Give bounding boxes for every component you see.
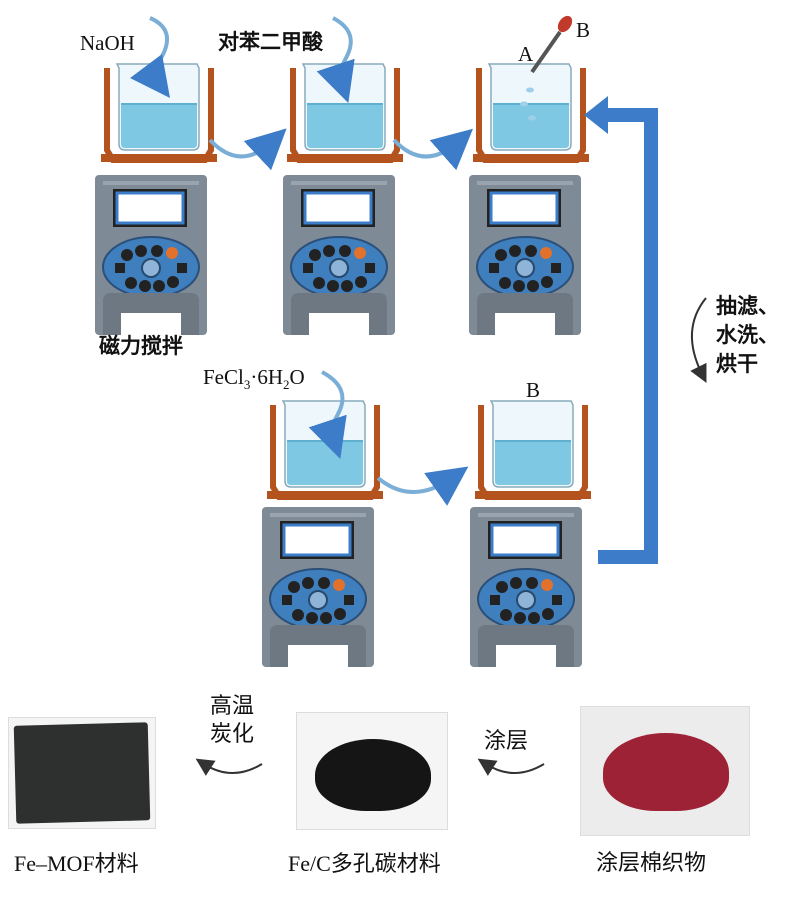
coating-arrow bbox=[477, 758, 545, 776]
pour-arrow-naoh bbox=[130, 16, 170, 99]
fe-c-photo bbox=[296, 712, 448, 830]
fe-mof-caption: Fe–MOF材料 bbox=[14, 851, 139, 876]
beaker-5 bbox=[475, 401, 591, 499]
coating-label: 涂层 bbox=[484, 729, 529, 754]
stirrer-5 bbox=[468, 505, 584, 669]
stirrer-2 bbox=[281, 173, 397, 337]
return-arrow bbox=[584, 96, 658, 564]
filter-label-3: 烘干 bbox=[716, 352, 758, 376]
coated-fabric-caption: 涂层棉织物 bbox=[596, 851, 707, 876]
fecl3-label: FeCl3·6H2O bbox=[203, 365, 305, 393]
stirrer-1 bbox=[93, 173, 209, 337]
transfer-arrow-1 bbox=[208, 128, 287, 171]
pour-arrow-fecl3 bbox=[308, 370, 347, 459]
filter-label-1: 抽滤、 bbox=[716, 294, 779, 318]
transfer-arrow-3 bbox=[376, 466, 469, 506]
label-b-top: B bbox=[576, 18, 591, 42]
filter-label-2: 水洗、 bbox=[716, 323, 779, 347]
transfer-arrow-2 bbox=[392, 128, 474, 171]
beaker-2 bbox=[287, 64, 403, 162]
carbonize-label-2: 炭化 bbox=[210, 722, 255, 747]
carbonize-label-1: 高温 bbox=[210, 694, 255, 719]
stirrer-4 bbox=[260, 505, 376, 669]
coated-fabric-photo bbox=[580, 706, 750, 836]
beaker-3 bbox=[473, 64, 589, 162]
carbonize-arrow bbox=[195, 758, 263, 776]
dropper-icon bbox=[520, 15, 573, 121]
filter-arrow bbox=[690, 297, 707, 383]
label-a: A bbox=[518, 42, 534, 66]
pour-arrow-terephthalic bbox=[316, 16, 355, 103]
beaker-4 bbox=[267, 401, 383, 499]
stirrer-3 bbox=[467, 173, 583, 337]
naoh-label: NaOH bbox=[80, 31, 135, 55]
label-b-bottom: B bbox=[526, 378, 541, 402]
fe-mof-photo bbox=[8, 717, 156, 829]
stir-label: 磁力搅拌 bbox=[99, 334, 183, 358]
fe-c-caption: Fe/C多孔碳材料 bbox=[288, 851, 441, 876]
beaker-1 bbox=[101, 64, 217, 162]
terephthalic-label: 对苯二甲酸 bbox=[218, 30, 323, 54]
